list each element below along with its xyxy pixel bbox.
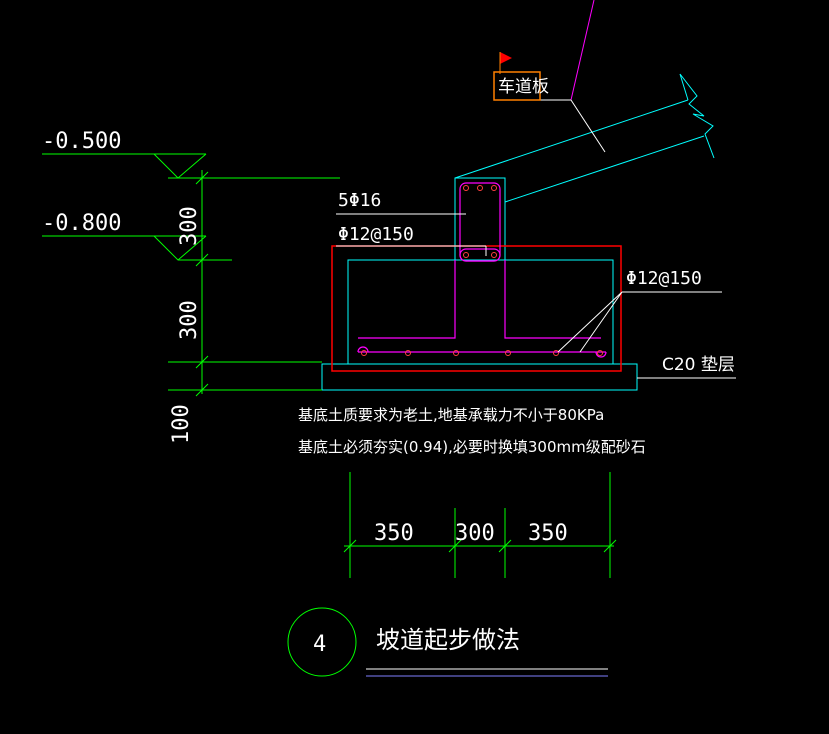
ramp-slab: [454, 73, 715, 203]
svg-text:5Φ16: 5Φ16: [338, 190, 381, 211]
svg-text:Φ12@150: Φ12@150: [626, 268, 702, 289]
hdim-2: 300: [455, 521, 495, 546]
slab-label-box: [493, 71, 541, 101]
hdim-1: 350: [374, 521, 414, 546]
elevation-bottom: [42, 235, 232, 261]
bottom-rebar-label: Φ12@150: [557, 268, 722, 353]
detail-circle: [287, 607, 357, 677]
stirrup-label: Φ12@150: [336, 224, 487, 256]
vertical-dimension: [168, 170, 322, 397]
slab-label[interactable]: 车道板: [493, 52, 549, 101]
vdim-1: 300: [177, 206, 202, 246]
slab-label-text: 车道板: [498, 77, 549, 97]
cushion-label: C20 垫层: [637, 355, 736, 379]
note-2: 基底土必须夯实(0.94),必要时换填300mm级配砂石: [298, 438, 646, 456]
elevation-top-text: -0.500: [42, 129, 121, 154]
top-rebar-label: 5Φ16: [336, 190, 466, 215]
detail-title: 坡道起步做法: [376, 626, 520, 654]
foundation-concrete: [321, 177, 638, 391]
svg-text:Φ12@150: Φ12@150: [338, 224, 414, 245]
note-1: 基底土质要求为老土,地基承载力不小于80KPa: [298, 406, 604, 424]
rebar-cage: [357, 182, 607, 358]
flag-icon: [500, 52, 512, 64]
elevation-top: [42, 153, 340, 179]
hdim-3: 350: [528, 521, 568, 546]
vdim-2: 300: [177, 300, 202, 340]
elevation-bottom-text: -0.800: [42, 211, 121, 236]
horizontal-dimension: [343, 472, 617, 578]
detail-number: 4: [313, 632, 326, 657]
rebar-dots: [361, 185, 603, 356]
svg-text:C20 垫层: C20 垫层: [662, 355, 735, 375]
slab-leader: [540, 0, 606, 153]
vdim-3: 100: [169, 404, 194, 444]
